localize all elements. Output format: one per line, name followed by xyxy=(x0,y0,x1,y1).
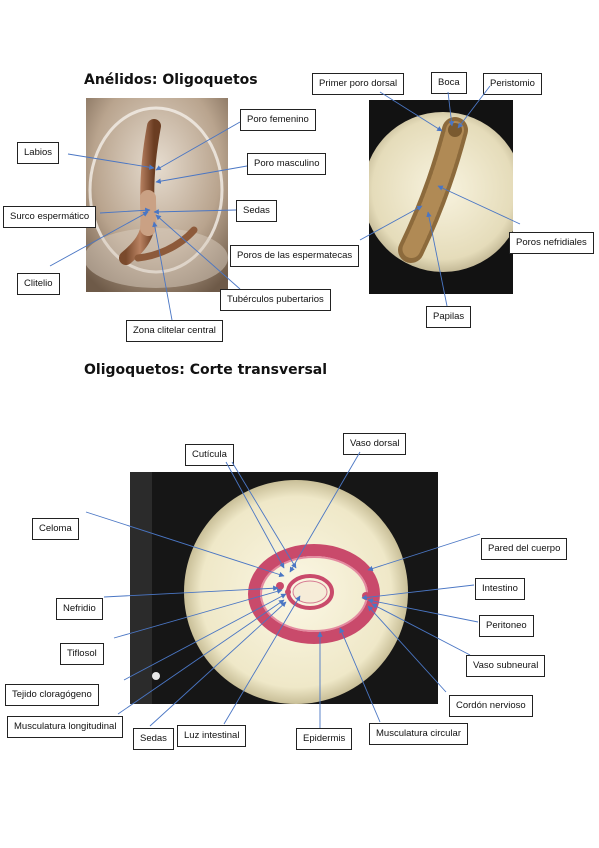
label-tiflosol: Tiflosol xyxy=(60,643,104,665)
label-cordon-nervioso: Cordón nervioso xyxy=(449,695,533,717)
earthworm-dish-photo xyxy=(86,98,228,292)
label-peritoneo: Peritoneo xyxy=(479,615,534,637)
label-labios: Labios xyxy=(17,142,59,164)
label-celoma: Celoma xyxy=(32,518,79,540)
label-luz-intestinal: Luz intestinal xyxy=(177,725,247,747)
label-primer-poro-dorsal: Primer poro dorsal xyxy=(312,73,405,95)
label-zona-clitelar-central: Zona clitelar central xyxy=(126,320,223,342)
label-surco-espermatico: Surco espermático xyxy=(3,206,97,228)
label-sedas-1: Sedas xyxy=(236,200,277,222)
label-tuberculos-pubertarios: Tubérculos pubertarios xyxy=(220,289,331,311)
section1-title: Anélidos: Oligoquetos xyxy=(84,72,258,88)
label-poros-nefridiales: Poros nefridiales xyxy=(509,232,594,254)
label-tejido-cloragogeno: Tejido cloragógeno xyxy=(5,684,99,706)
label-epidermis: Epidermis xyxy=(296,728,353,750)
label-musculatura-longitudinal: Musculatura longitudinal xyxy=(7,716,124,738)
worm-anterior-photo xyxy=(369,100,513,294)
label-nefridio: Nefridio xyxy=(56,598,103,620)
label-sedas-2: Sedas xyxy=(133,728,174,750)
label-boca: Boca xyxy=(431,72,467,94)
label-pared-cuerpo: Pared del cuerpo xyxy=(481,538,568,560)
label-papilas: Papilas xyxy=(426,306,472,328)
cross-section-photo xyxy=(130,472,438,704)
label-poro-masculino: Poro masculino xyxy=(247,153,327,175)
label-cuticula: Cutícula xyxy=(185,444,234,466)
label-intestino: Intestino xyxy=(475,578,525,600)
label-poro-femenino: Poro femenino xyxy=(240,109,316,131)
label-vaso-subneural: Vaso subneural xyxy=(466,655,546,677)
label-peristomio: Peristomio xyxy=(483,73,542,95)
section2-title: Oligoquetos: Corte transversal xyxy=(84,362,328,378)
label-poros-espermatecas: Poros de las espermatecas xyxy=(230,245,360,267)
label-clitelio: Clitelio xyxy=(17,273,60,295)
label-vaso-dorsal: Vaso dorsal xyxy=(343,433,407,455)
label-musculatura-circular: Musculatura circular xyxy=(369,723,468,745)
